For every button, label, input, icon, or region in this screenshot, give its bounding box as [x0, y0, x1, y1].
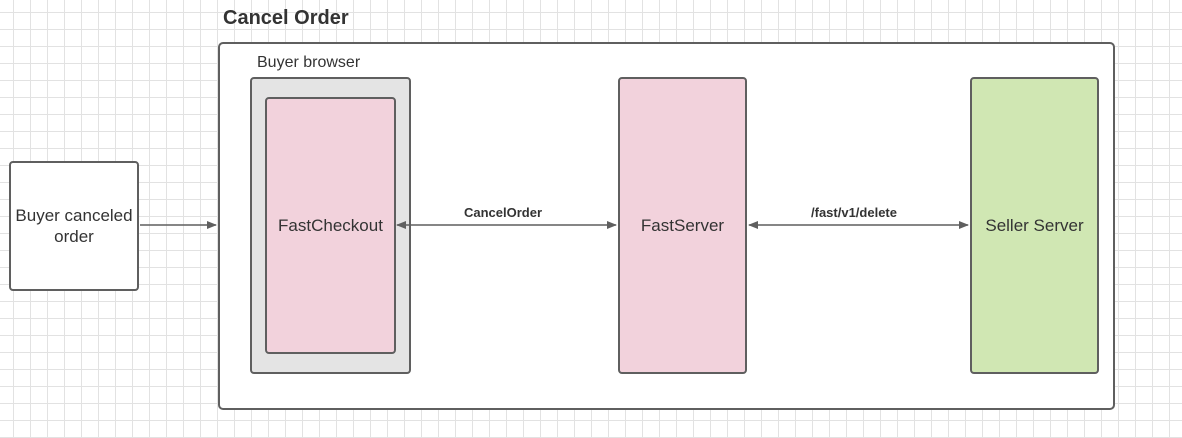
cancelorder-edge-label: CancelOrder: [464, 205, 543, 220]
fastcheckout-node: FastCheckout: [265, 97, 396, 354]
seller-server-node: Seller Server: [970, 77, 1099, 374]
seller-server-label: Seller Server: [985, 215, 1084, 235]
delete-endpoint-edge-label: /fast/v1/delete: [811, 205, 897, 220]
fastserver-node: FastServer: [618, 77, 747, 374]
buyer-canceled-order-node: Buyer canceled order: [9, 161, 139, 291]
fastserver-label: FastServer: [640, 215, 725, 235]
buyer-browser-label: Buyer browser: [257, 54, 361, 71]
diagram-title: Cancel Order: [223, 7, 349, 29]
fastcheckout-label: FastCheckout: [278, 215, 383, 235]
buyer-canceled-order-label: Buyer canceled order: [15, 206, 133, 246]
